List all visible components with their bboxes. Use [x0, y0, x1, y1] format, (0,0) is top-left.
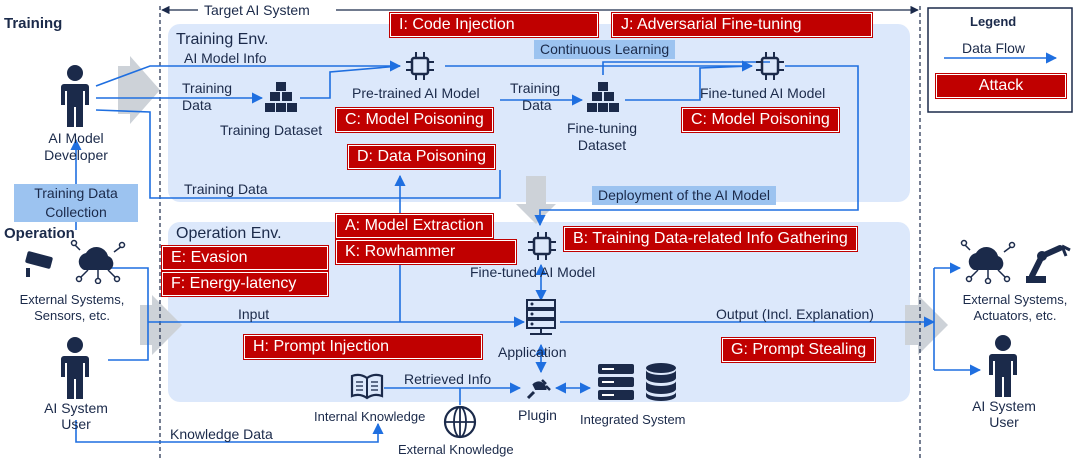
application-label: Application: [498, 344, 567, 360]
attack-model-extraction: A: Model Extraction: [336, 214, 493, 238]
user-left-person-icon: [61, 337, 89, 399]
developer-label-b: Developer: [44, 147, 108, 163]
training-dataset-icon: [265, 82, 297, 112]
attack-data-poisoning: D: Data Poisoning: [348, 145, 495, 169]
attack-code-injection: I: Code Injection: [390, 13, 598, 37]
application-server-icon: [526, 299, 556, 335]
user-right-person-icon: [989, 335, 1017, 397]
external-systems-right-label-a: External Systems,: [962, 292, 1068, 307]
training-env-label: Training Env.: [176, 31, 269, 48]
attack-prompt-stealing: G: Prompt Stealing: [722, 338, 876, 362]
internal-knowledge-book-icon: [350, 373, 384, 400]
operation-env-label: Operation Env.: [176, 225, 282, 242]
training-data-collection-caption-a: Training Data: [14, 184, 138, 203]
operation-section-label: Operation: [4, 225, 75, 242]
external-systems-left-label-a: External Systems,: [19, 292, 125, 307]
finetuned-model-op-label: Fine-tuned AI Model: [470, 264, 596, 280]
legend-attack: Attack: [936, 74, 1066, 98]
finetuning-dataset-icon: [587, 82, 619, 112]
developer-person-icon: [61, 65, 89, 127]
user-left-label-a: AI System: [44, 400, 108, 416]
legend-title: Legend: [970, 14, 1017, 29]
attack-training-data-info: B: Training Data-related Info Gathering: [564, 227, 857, 251]
developer-label-a: AI Model: [48, 130, 104, 146]
plugin-icon: [526, 379, 551, 400]
attack-model-poisoning-1: C: Model Poisoning: [336, 108, 493, 132]
finetuning-dataset-label-a: Fine-tuning: [566, 120, 638, 136]
attack-energy-latency: F: Energy-latency: [162, 272, 328, 296]
finetuned-model-top-chip-icon: [756, 52, 784, 80]
input-label: Input: [238, 306, 270, 322]
finetuning-dataset-label-b: Dataset: [577, 137, 627, 153]
user-left-label-b: User: [61, 416, 91, 432]
pretrained-model-label: Pre-trained AI Model: [352, 85, 480, 101]
finetuned-model-top-label: Fine-tuned AI Model: [700, 85, 826, 101]
data-flows: [70, 60, 982, 443]
robot-arm-icon: [1026, 244, 1071, 283]
external-knowledge-label: External Knowledge: [398, 442, 514, 457]
finetuned-model-op-chip-icon: [528, 232, 556, 260]
camera-icon: [25, 251, 53, 277]
attack-adversarial-finetuning: J: Adversarial Fine-tuning: [612, 13, 872, 37]
training-data-bottom-label: Training Data: [184, 181, 268, 197]
external-systems-left-label-b: Sensors, etc.: [34, 308, 110, 323]
network-cloud-right-icon: [960, 239, 1016, 284]
training-data-label-2b: Data: [522, 97, 552, 113]
user-right-label-b: User: [989, 414, 1019, 430]
target-system-label: Target AI System: [202, 2, 312, 18]
training-data-collection-caption-b: Collection: [14, 203, 138, 222]
pretrained-model-chip-icon: [406, 52, 434, 80]
integrated-system-label: Integrated System: [580, 412, 686, 427]
network-cloud-left-icon: [70, 239, 126, 284]
user-right-label-a: AI System: [972, 398, 1036, 414]
retrieved-info-label: Retrieved Info: [404, 371, 492, 387]
attack-prompt-injection: H: Prompt Injection: [244, 335, 482, 359]
plugin-label: Plugin: [518, 407, 557, 423]
attack-evasion: E: Evasion: [162, 246, 328, 270]
continuous-learning-caption: Continuous Learning: [534, 40, 676, 59]
attack-rowhammer: K: Rowhammer: [336, 240, 516, 264]
internal-knowledge-label: Internal Knowledge: [314, 409, 426, 424]
target-system-bracket: [159, 5, 921, 458]
training-data-label-2a: Training: [510, 80, 561, 96]
training-data-label-1b: Data: [182, 97, 212, 113]
integrated-server-icon: [598, 364, 634, 400]
integrated-database-icon: [646, 363, 676, 401]
external-knowledge-globe-icon: [443, 405, 477, 439]
deployment-caption: Deployment of the AI Model: [592, 186, 776, 205]
ai-model-info-label: AI Model Info: [184, 50, 267, 66]
attack-model-poisoning-2: C: Model Poisoning: [682, 108, 839, 132]
legend-data-flow: Data Flow: [962, 40, 1026, 56]
training-section-label: Training: [4, 15, 63, 32]
external-systems-right-label-b: Actuators, etc.: [973, 308, 1057, 323]
knowledge-data-label: Knowledge Data: [170, 426, 273, 442]
training-dataset-label: Training Dataset: [220, 122, 323, 138]
training-data-label-1a: Training: [182, 80, 233, 96]
output-label: Output (Incl. Explanation): [716, 306, 874, 322]
